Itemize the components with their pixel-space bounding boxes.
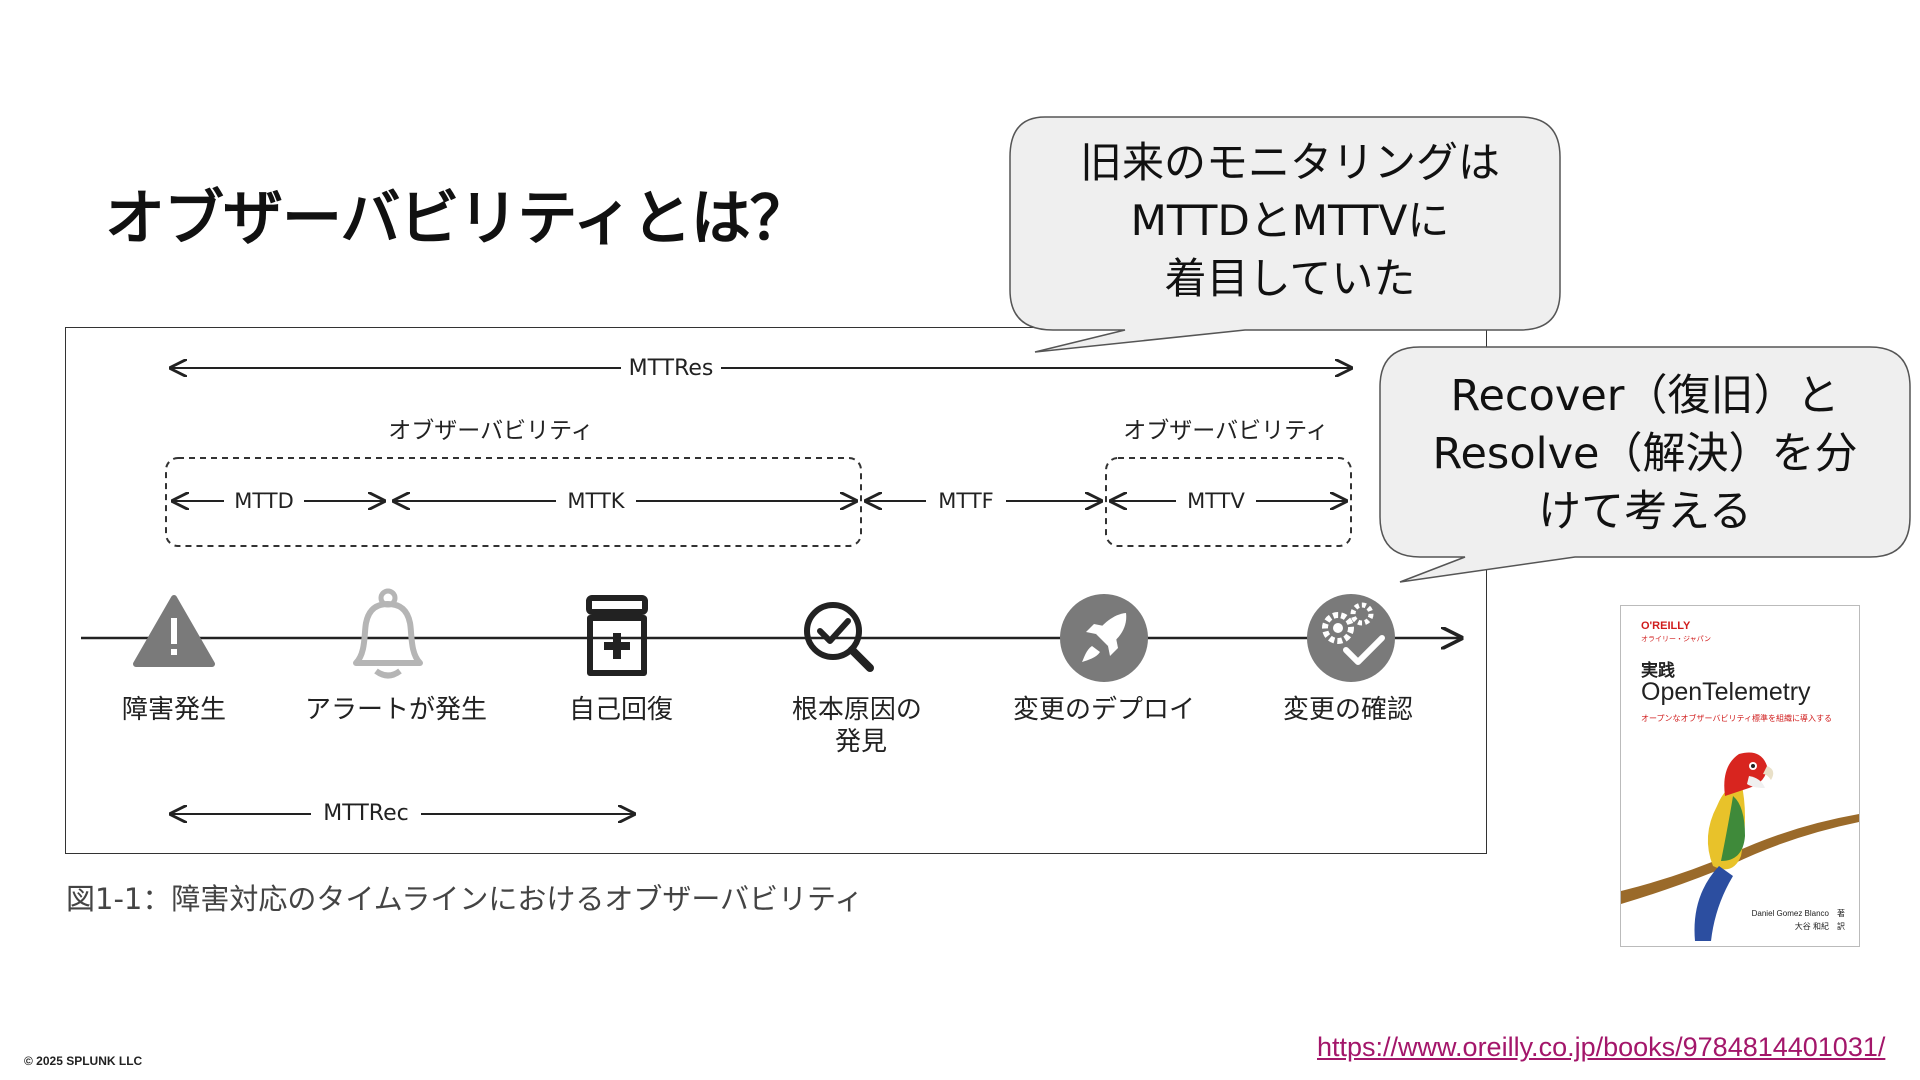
callout-right-shape	[1379, 346, 1911, 583]
mttf-label: MTTF	[938, 489, 993, 513]
book-subtitle: オープンなオブザーバビリティ標準を組織に導入する	[1641, 714, 1832, 723]
step-label-root-cause: 根本原因の 発見	[792, 695, 930, 757]
mttres-label: MTTRes	[629, 356, 714, 381]
slide-title: オブザーバビリティとは？	[105, 184, 810, 254]
step-label-self-recovery: 自己回復	[569, 695, 673, 725]
mttf-span: MTTF	[866, 488, 1101, 514]
book-publisher-sub: オライリー・ジャパン	[1641, 636, 1711, 643]
book-cover: O'REILLY オライリー・ジャパン 実践 OpenTelemetry オープ…	[1620, 605, 1860, 947]
callout-right: Recover（復旧）と Resolve（解決）を分 けて考える	[1375, 342, 1915, 587]
mttv-label: MTTV	[1187, 489, 1245, 513]
observability-box-left	[165, 457, 862, 547]
callout-top-shape	[1009, 116, 1561, 353]
mttrec-span: MTTRec	[171, 800, 634, 826]
rocket-icon	[1060, 594, 1148, 682]
step-label-verify: 変更の確認	[1283, 695, 1413, 725]
mttk-label: MTTK	[567, 489, 625, 513]
gears-check-icon	[1307, 594, 1395, 682]
step-label-incident: 障害発生	[122, 695, 226, 725]
book-publisher: O'REILLY	[1641, 620, 1691, 632]
callout-top-text: 旧来のモニタリングは MTTDとMTTVに 着目していた	[1079, 138, 1500, 303]
magnifier-check-icon	[804, 602, 874, 672]
mttres-span: MTTRes	[171, 354, 1351, 381]
copyright-text: © 2025 SPLUNK LLC	[24, 1054, 143, 1068]
book-title-line1: 実践	[1641, 661, 1675, 680]
step-label-deploy: 変更のデプロイ	[1013, 695, 1195, 725]
mttk-span: MTTK	[394, 488, 856, 514]
book-url-link[interactable]: https://www.oreilly.co.jp/books/97848144…	[1317, 1032, 1886, 1062]
observability-label-left: オブザーバビリティ	[388, 418, 593, 444]
timeline-figure: MTTRes オブザーバビリティ オブザーバビリティ MTTD MTTK MTT…	[65, 327, 1487, 854]
step-label-alert: アラートが発生	[305, 695, 487, 725]
figure-caption: 図1-1：障害対応のタイムラインにおけるオブザーバビリティ	[66, 882, 864, 916]
parrot-illustration	[1621, 752, 1859, 941]
timeline-diagram: MTTRes オブザーバビリティ オブザーバビリティ MTTD MTTK MTT…	[81, 354, 1486, 826]
bell-icon	[353, 588, 423, 679]
callout-right-text: Recover（復旧）と Resolve（解決）を分 けて考える	[1432, 371, 1858, 537]
medicine-bottle-icon	[586, 595, 648, 676]
mttv-span: MTTV	[1111, 488, 1346, 514]
callout-top: 旧来のモニタリングは MTTDとMTTVに 着目していた	[1005, 112, 1575, 362]
mttd-label: MTTD	[234, 489, 294, 513]
observability-box-right	[1105, 457, 1352, 547]
mttd-span: MTTD	[173, 488, 384, 514]
book-title-line2: OpenTelemetry	[1641, 678, 1811, 706]
book-translator: 大谷 和紀 訳	[1794, 922, 1845, 931]
mttrec-label: MTTRec	[323, 801, 408, 826]
observability-label-right: オブザーバビリティ	[1123, 418, 1328, 444]
warning-icon	[133, 595, 215, 667]
book-author: Daniel Gomez Blanco 著	[1751, 909, 1845, 918]
